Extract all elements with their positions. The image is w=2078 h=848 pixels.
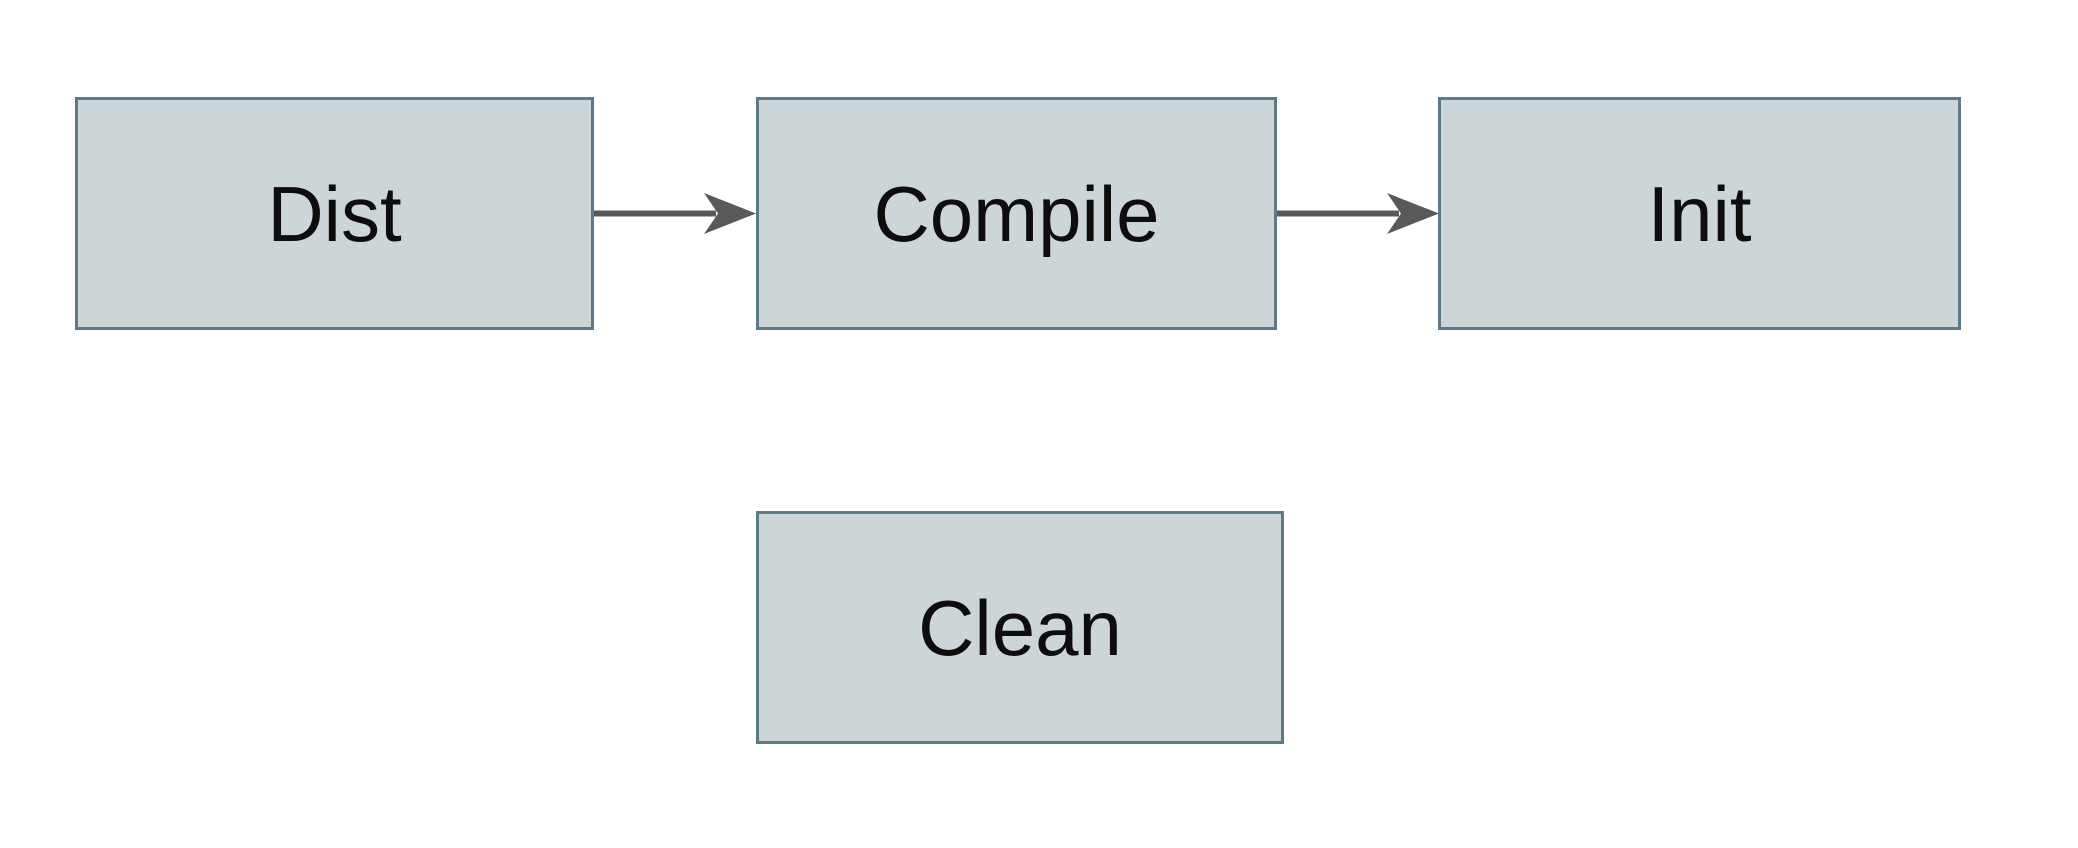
arrow-compile-to-init <box>1277 186 1439 241</box>
node-init: Init <box>1438 97 1961 330</box>
node-compile-label: Compile <box>873 169 1160 258</box>
node-dist: Dist <box>75 97 594 330</box>
node-clean-label: Clean <box>918 583 1122 672</box>
node-dist-label: Dist <box>267 169 402 258</box>
node-clean: Clean <box>756 511 1284 744</box>
node-compile: Compile <box>756 97 1277 330</box>
arrow-dist-to-compile <box>594 186 756 241</box>
node-init-label: Init <box>1647 169 1752 258</box>
right-arrow-icon <box>1277 193 1439 234</box>
right-arrow-icon <box>594 193 756 234</box>
